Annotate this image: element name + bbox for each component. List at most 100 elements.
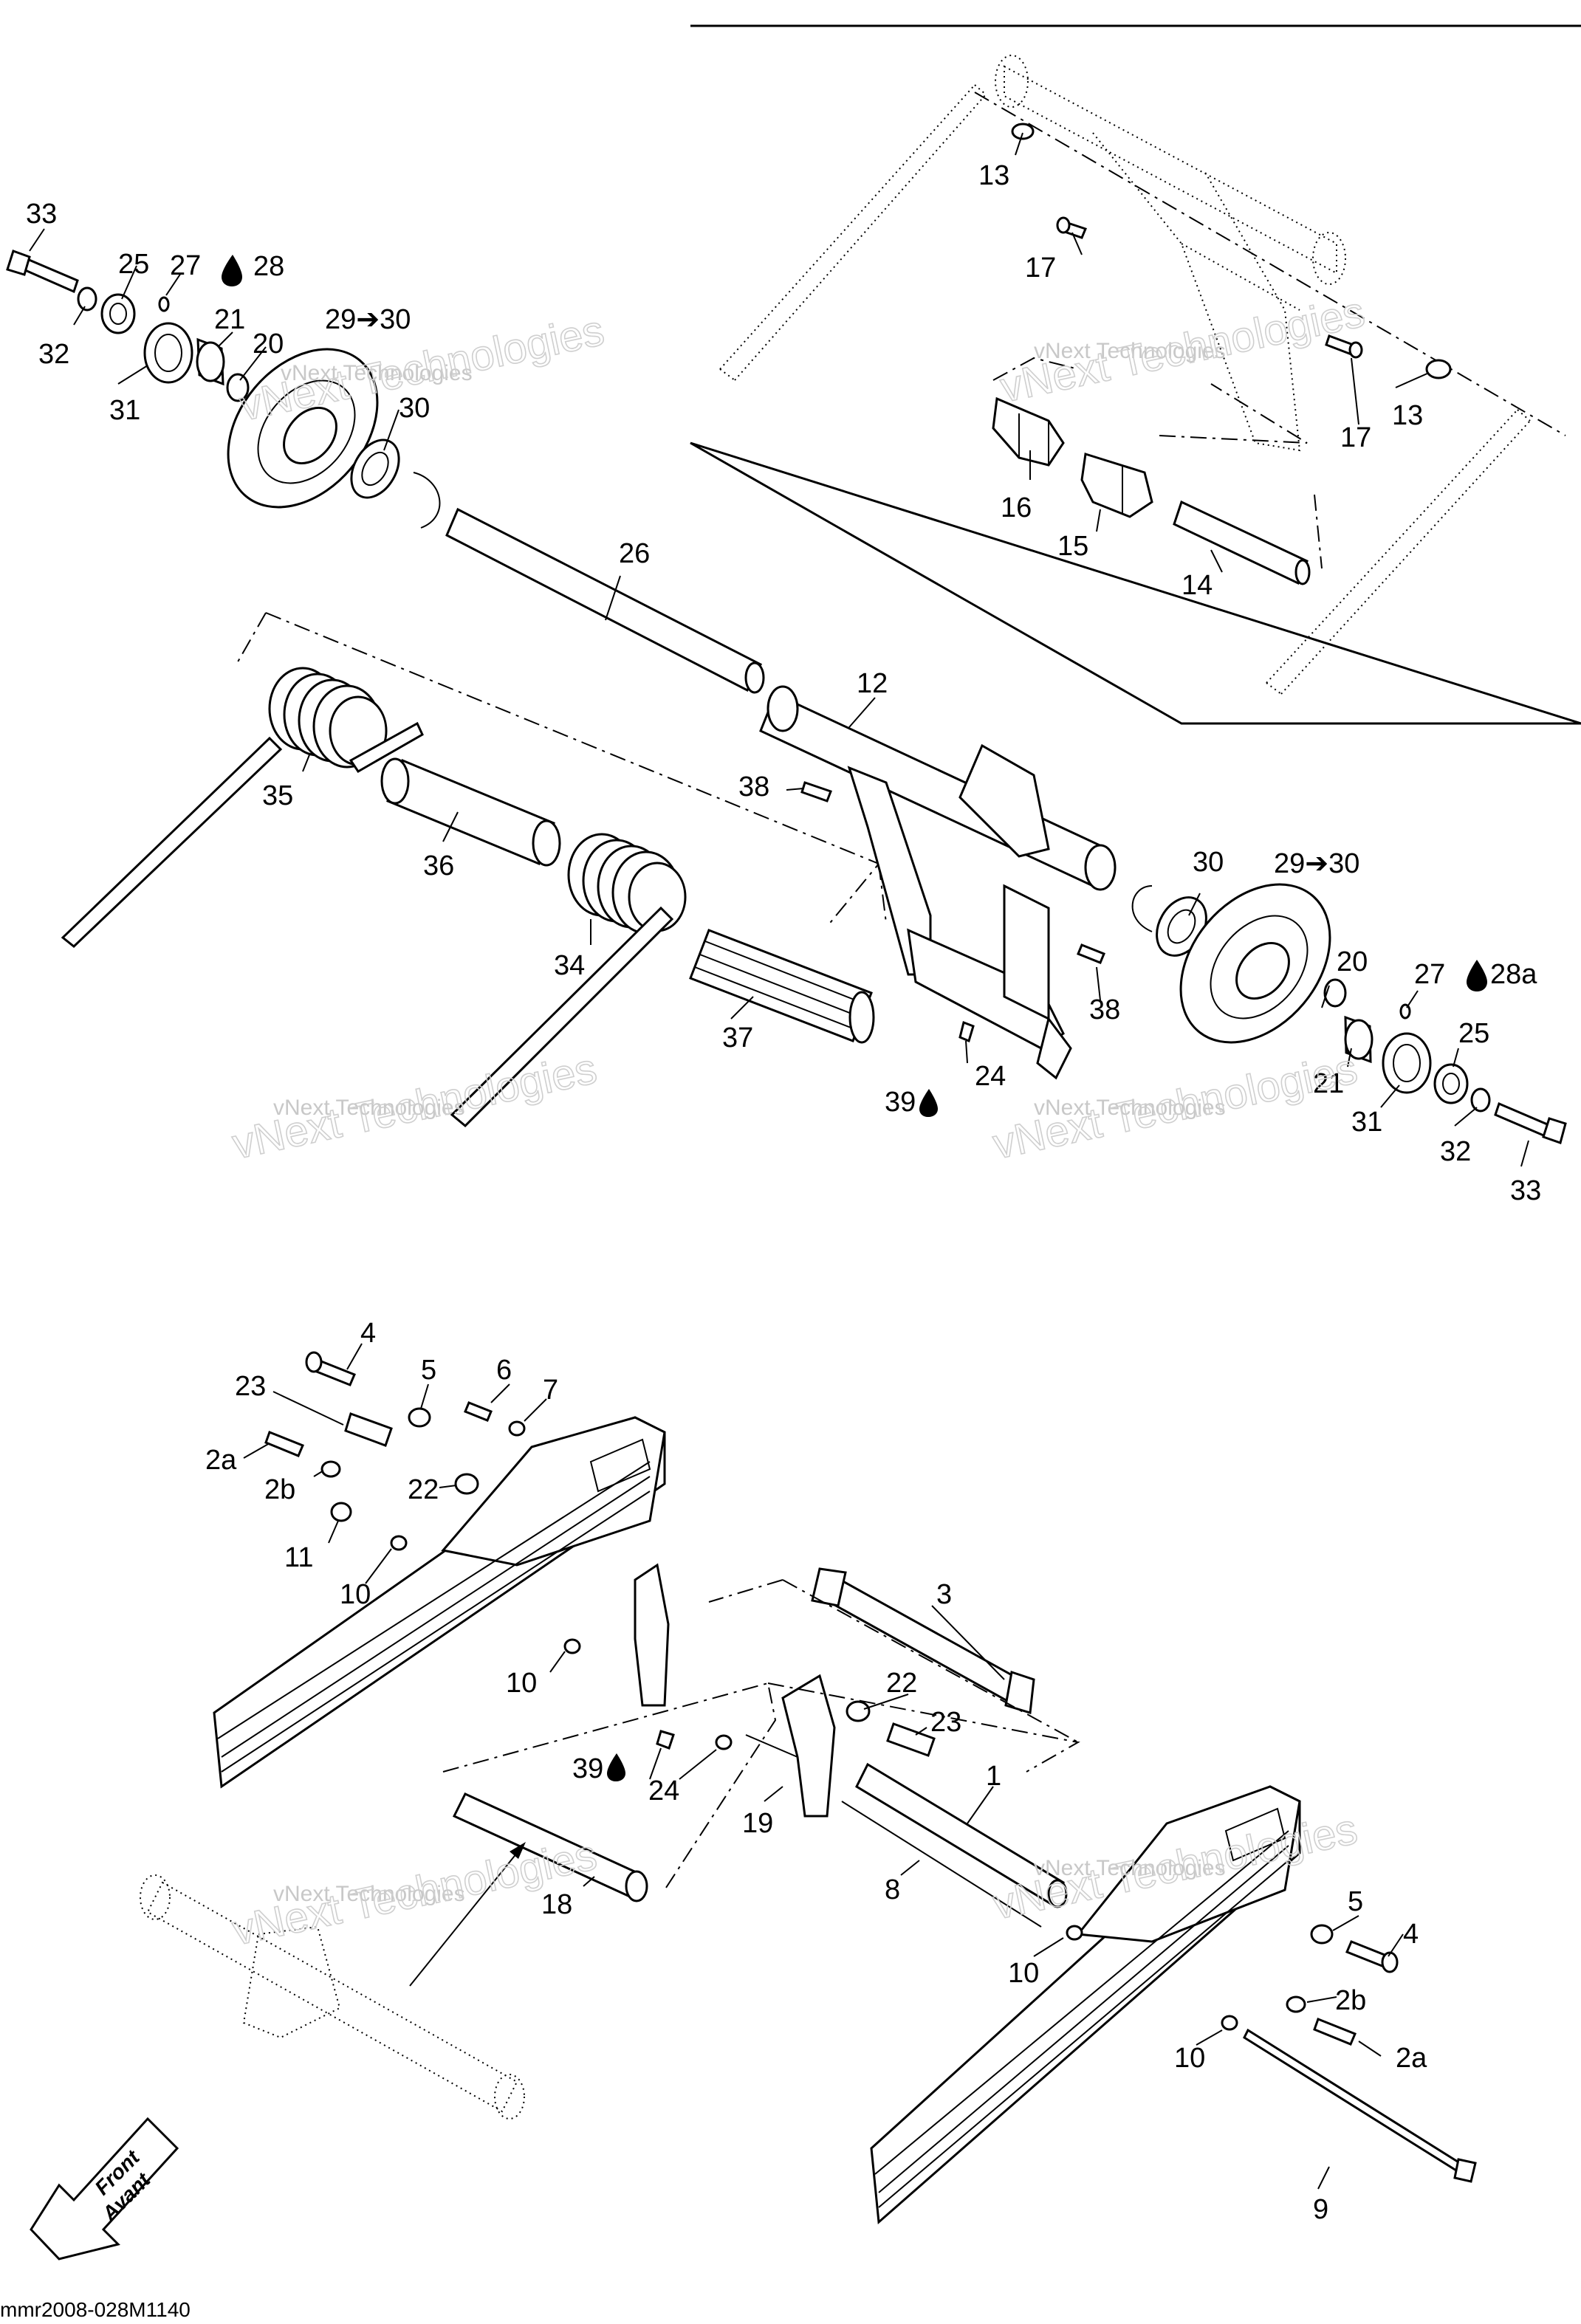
callout-17-upper: 17 — [1025, 252, 1056, 283]
front-direction-badge: Front Avant — [30, 2117, 179, 2261]
snap-ring-right — [1131, 885, 1153, 932]
ring-20-right — [1323, 978, 1347, 1008]
callout-9: 9 — [1313, 2194, 1328, 2225]
inset-rear-arm — [995, 55, 1346, 452]
callout-2a-lower: 2a — [1396, 2043, 1427, 2074]
callout-23-upper: 23 — [235, 1371, 266, 1402]
callout-13-right: 13 — [1392, 400, 1423, 431]
callout-26: 26 — [619, 538, 650, 569]
callout-25-left: 25 — [118, 249, 149, 280]
leader-lines — [29, 132, 1529, 2190]
bracket-19 — [745, 1674, 836, 1818]
bracket-center — [634, 1563, 670, 1707]
callout-18: 18 — [541, 1889, 572, 1920]
bolt-33-left — [6, 250, 79, 294]
spacer-23-upper — [344, 1412, 393, 1447]
wheel-29-right — [1179, 883, 1331, 1044]
washer-10-a — [390, 1535, 408, 1551]
callout-20-left: 20 — [253, 329, 284, 360]
nut-11 — [330, 1502, 352, 1522]
callout-31-right: 31 — [1351, 1107, 1382, 1138]
callout-31-left: 31 — [109, 395, 140, 426]
callout-35: 35 — [262, 780, 293, 811]
spring-dash-box — [236, 612, 887, 927]
inset-axis-line — [974, 92, 1566, 436]
grease-fitting-24-upper — [958, 1020, 975, 1043]
reference-arrow-head — [510, 1842, 526, 1859]
svg-text:vNext Technologies: vNext Technologies — [1034, 1856, 1226, 1880]
bolt-33-right — [1494, 1101, 1567, 1144]
callout-2b-upper: 2b — [264, 1474, 295, 1505]
tube-36 — [380, 757, 561, 867]
inset-rail-right — [1266, 409, 1531, 695]
watermark-2: vNext Technologies vNext Technologies — [995, 287, 1369, 413]
callout-23-lower: 23 — [930, 1707, 961, 1738]
nut-7 — [508, 1420, 526, 1437]
bolt-38-upper — [800, 781, 832, 802]
callout-30-right: 30 — [1193, 847, 1224, 878]
svg-text:vNext Technologies: vNext Technologies — [273, 1096, 465, 1120]
inset-bracket-16 — [992, 396, 1065, 467]
spring-35 — [61, 667, 424, 948]
svg-text:vNext Technologies: vNext Technologies — [1034, 1096, 1226, 1120]
inset-bushing-13-right — [1425, 359, 1452, 379]
callout-22-lower: 22 — [886, 1668, 917, 1699]
grease-fitting-27-right — [1399, 1003, 1411, 1020]
callout-5-lower: 5 — [1348, 1886, 1363, 1917]
grease-drop-39-upper — [919, 1089, 938, 1117]
shaft-18 — [452, 1792, 648, 1902]
callout-39-upper: 39 — [885, 1087, 916, 1118]
callout-4-upper: 4 — [360, 1318, 376, 1349]
grease-drop-28a — [1467, 960, 1487, 991]
washer-10-d — [1221, 2015, 1238, 2031]
callout-6: 6 — [496, 1355, 512, 1386]
svg-text:vNext Technologies: vNext Technologies — [273, 1882, 465, 1906]
callout-16: 16 — [1001, 492, 1032, 523]
inset-dash-box — [992, 357, 1323, 569]
rail-right — [870, 1785, 1301, 2225]
callout-2a-upper: 2a — [205, 1445, 237, 1476]
callout-27-left: 27 — [170, 250, 201, 281]
callout-28a: 28a — [1490, 959, 1537, 990]
svg-text:vNext Technologies: vNext Technologies — [1034, 339, 1226, 363]
washer-5-upper — [408, 1407, 431, 1428]
callout-39-lower: 39 — [572, 1753, 603, 1784]
bushing-21-left — [196, 337, 225, 386]
callout-5-upper: 5 — [421, 1355, 436, 1386]
callout-14: 14 — [1182, 570, 1213, 601]
callout-4-lower: 4 — [1403, 1919, 1419, 1950]
shaft-1 — [855, 1762, 1068, 1908]
callout-29-30-right: 29➔30 — [1274, 848, 1359, 879]
inset-rail-left — [719, 84, 987, 381]
callout-38-lower: 38 — [1089, 994, 1120, 1025]
callout-2b-lower: 2b — [1335, 1985, 1366, 2016]
spring-34 — [450, 833, 687, 1128]
inset-bushing-13-left — [1011, 123, 1035, 140]
callout-24-upper: 24 — [975, 1061, 1006, 1092]
callout-33-left: 33 — [26, 199, 57, 230]
callout-17-lower: 17 — [1340, 422, 1371, 453]
callout-1: 1 — [986, 1761, 1001, 1792]
bolt-4-lower — [1345, 1940, 1399, 1973]
washer-10-c — [1066, 1925, 1083, 1941]
callout-3: 3 — [936, 1579, 952, 1610]
swing-arm-12 — [759, 685, 1117, 1080]
bolt-4-upper — [305, 1351, 356, 1386]
callout-38-upper: 38 — [738, 771, 769, 802]
bolt-38-lower — [1077, 943, 1105, 964]
callout-36: 36 — [423, 850, 454, 881]
washer-22-upper — [454, 1473, 479, 1495]
spacer-23-lower — [886, 1722, 936, 1757]
lower-reference-arm — [140, 1874, 525, 2120]
bolt-2a-upper — [264, 1431, 304, 1457]
shaft-9 — [1243, 2028, 1477, 2183]
watermark-3: vNext Technologies vNext Technologies — [227, 1044, 601, 1169]
snap-ring-left — [413, 472, 441, 529]
reference-arrow — [409, 1852, 518, 1987]
washer-2b-upper — [320, 1460, 341, 1478]
inset-bolt-17-lower — [1325, 334, 1363, 359]
callout-21-right: 21 — [1313, 1068, 1344, 1099]
callout-27-right: 27 — [1414, 959, 1445, 990]
washer-2b-lower — [1286, 1995, 1306, 2013]
